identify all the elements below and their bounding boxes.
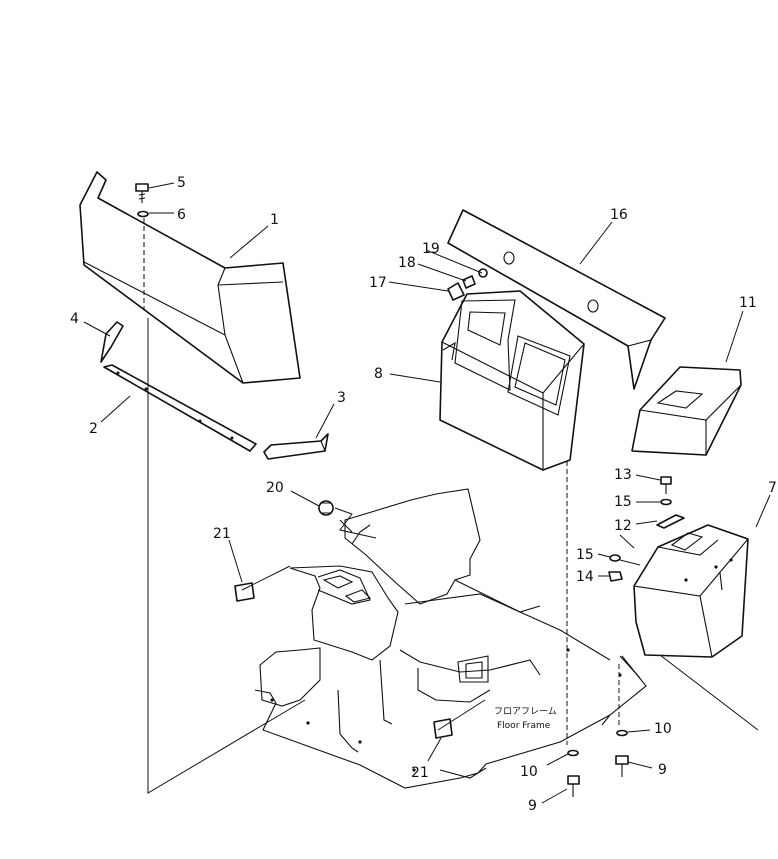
part-12-plate: [656, 514, 685, 529]
callout-16: 16: [610, 207, 628, 223]
assembly-lines: [147, 318, 759, 794]
callout-15a: 15: [614, 494, 632, 510]
callouts: 5 6 1 4 2 3 16 19 18 17 8 11 13 15 12 15…: [70, 175, 777, 814]
part-21-label-upper: [234, 582, 255, 602]
callout-1: 1: [270, 212, 279, 228]
part-11-cover: [631, 366, 742, 456]
callout-21a: 21: [213, 526, 231, 542]
part-9-bolt-right: [615, 755, 629, 777]
callout-10a: 10: [654, 721, 672, 737]
callout-15b: 15: [576, 547, 594, 563]
callout-8: 8: [374, 366, 383, 382]
callout-9b: 9: [528, 798, 537, 814]
part-8-meter-box: [439, 290, 585, 471]
callout-3: 3: [337, 390, 346, 406]
callout-7: 7: [768, 480, 777, 496]
callout-10b: 10: [520, 764, 538, 780]
callout-2: 2: [89, 421, 98, 437]
callout-19: 19: [422, 241, 440, 257]
part-10-washer-left: [567, 749, 579, 757]
callout-5: 5: [177, 175, 186, 191]
callout-20: 20: [266, 480, 284, 496]
floor-frame-label-en: Floor Frame: [497, 721, 551, 731]
callout-9a: 9: [658, 762, 667, 778]
part-19-washer: [478, 268, 488, 278]
floor-frame-assembly: [254, 488, 647, 789]
part-6-washer: [137, 210, 149, 218]
part-21-label-lower: [433, 718, 453, 739]
part-14-nut: [608, 571, 623, 582]
part-3-plate: [263, 433, 329, 460]
part-17-knob: [447, 282, 465, 301]
floor-frame-label-jp: フロアフレーム: [494, 706, 557, 717]
part-16-top-panel: [447, 209, 666, 390]
part-2-strip: [103, 364, 257, 452]
part-15-washer-lower: [609, 554, 621, 562]
callout-21b: 21: [411, 765, 429, 781]
part-10-washer-right: [616, 729, 628, 737]
callout-17: 17: [369, 275, 387, 291]
part-9-bolt-left: [567, 775, 580, 797]
part-7-battery-cover: [633, 524, 749, 658]
callout-4: 4: [70, 311, 79, 327]
callout-11: 11: [739, 295, 757, 311]
part-13-bolt: [660, 476, 672, 494]
part-15-washer-upper: [660, 498, 672, 506]
part-20-plug: [318, 500, 334, 516]
callout-13: 13: [614, 467, 632, 483]
part-1-left-cover: [79, 171, 301, 384]
callout-6: 6: [177, 207, 186, 223]
callout-18: 18: [398, 255, 416, 271]
part-5-bolt: [135, 183, 149, 203]
callout-12: 12: [614, 518, 632, 534]
callout-14: 14: [576, 569, 594, 585]
part-4-bracket: [100, 321, 124, 363]
leader-lines: [83, 182, 771, 804]
part-18-grommet: [462, 275, 476, 289]
